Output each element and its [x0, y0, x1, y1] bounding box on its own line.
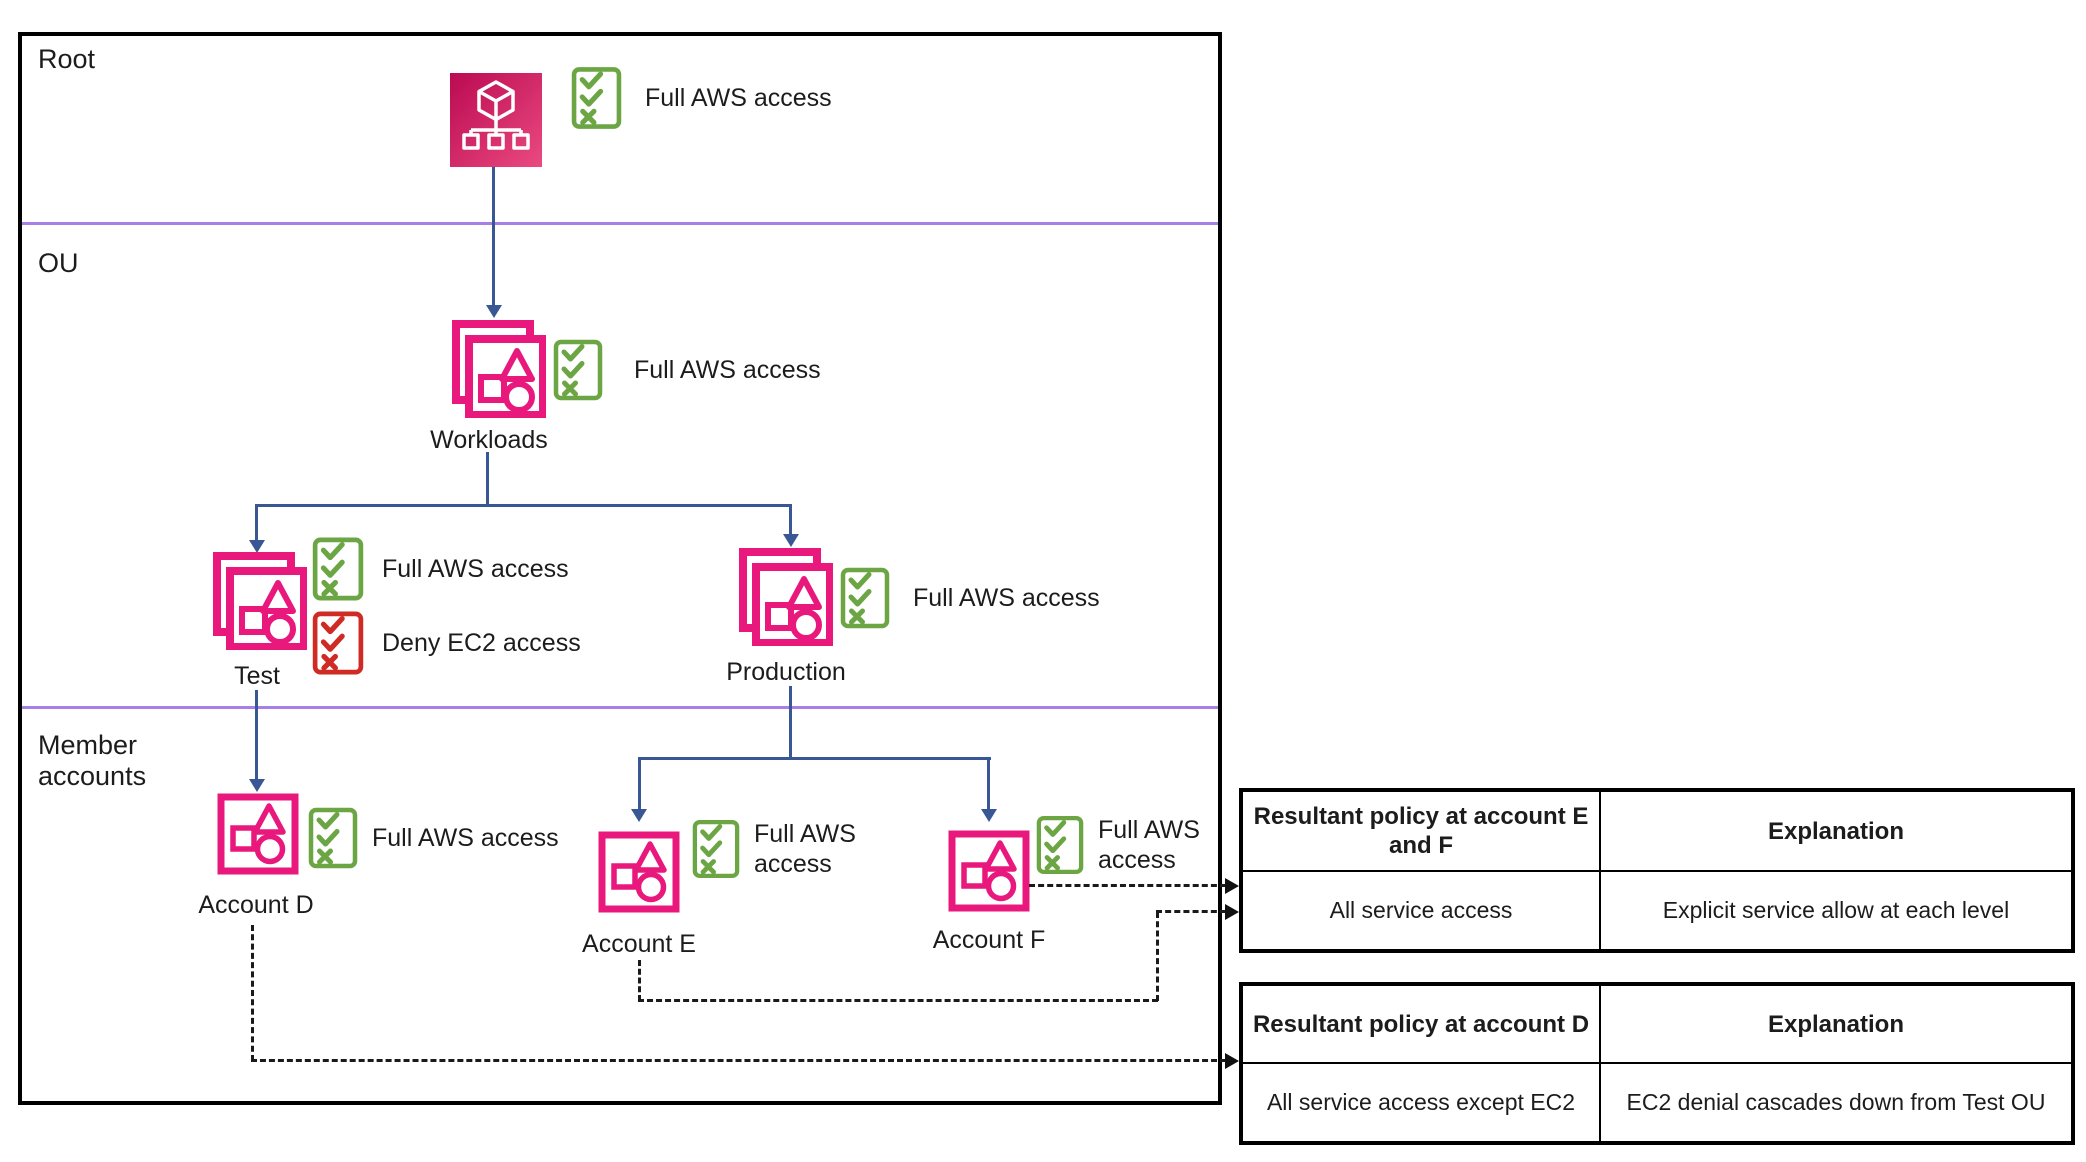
table1-header-policy: Resultant policy at account E and F	[1242, 791, 1600, 871]
connector-to-account-f	[987, 757, 990, 811]
test-deny-policy-text: Deny EC2 access	[382, 629, 581, 657]
production-label: Production	[726, 658, 846, 686]
workloads-policy-text: Full AWS access	[634, 356, 821, 384]
root-ou-divider	[22, 222, 1218, 225]
test-ou-icon	[213, 552, 307, 650]
table2-header-policy: Resultant policy at account D	[1242, 985, 1600, 1063]
dashed-route-account-d-h	[251, 1059, 1226, 1062]
connector-production-branch	[789, 686, 792, 759]
dashed-route-account-f	[1029, 884, 1226, 887]
allow-policy-checklist-icon	[308, 806, 358, 870]
dashed-route-account-e-v1	[638, 960, 641, 1001]
account-e-icon	[598, 831, 680, 913]
account-e-label: Account E	[582, 930, 696, 958]
arrowhead-account-e	[631, 809, 647, 822]
allow-policy-checklist-icon	[840, 566, 890, 630]
table2-cell-policy: All service access except EC2	[1242, 1063, 1600, 1142]
dashed-route-account-d-v	[251, 925, 254, 1061]
dashed-route-account-e-h2	[1156, 910, 1226, 913]
table1-cell-explanation: Explicit service allow at each level	[1600, 871, 2072, 950]
connector-test-account-d	[255, 690, 258, 782]
connector-branch2-horizontal	[639, 757, 991, 760]
section-label-ou: OU	[38, 248, 79, 278]
dashed-route-account-e-v2	[1156, 912, 1159, 1001]
organization-boundary	[18, 32, 1222, 1105]
connector-branch-horizontal	[256, 504, 792, 507]
ou-member-divider	[22, 706, 1218, 709]
account-f-policy-text: Full AWS access	[1098, 816, 1200, 874]
arrowhead-account-f	[981, 809, 997, 822]
account-e-policy-text: Full AWS access	[754, 820, 856, 878]
workloads-ou-icon	[452, 320, 546, 418]
connector-to-test	[255, 504, 258, 542]
account-d-policy-text: Full AWS access	[372, 824, 559, 852]
production-ou-icon	[739, 548, 833, 646]
dashed-route-account-e-h1	[638, 999, 1158, 1002]
arrowhead-account-d	[249, 779, 265, 792]
allow-policy-checklist-icon	[312, 536, 364, 602]
dashed-arrowhead-table2-d	[1225, 1053, 1239, 1069]
allow-policy-checklist-icon	[692, 818, 740, 880]
test-allow-policy-text: Full AWS access	[382, 555, 569, 583]
allow-policy-checklist-icon	[1036, 814, 1084, 876]
arrowhead-production	[783, 534, 799, 547]
resultant-policy-table-e-f: Resultant policy at account E and F Expl…	[1239, 788, 2075, 953]
resultant-policy-table-d: Resultant policy at account D Explanatio…	[1239, 982, 2075, 1145]
table2-header-explanation: Explanation	[1600, 985, 2072, 1063]
account-f-label: Account F	[932, 926, 1046, 954]
table1-cell-policy: All service access	[1242, 871, 1600, 950]
organizations-root-icon	[450, 73, 542, 167]
account-f-icon	[948, 830, 1030, 912]
arrowhead-workloads	[486, 305, 502, 318]
allow-policy-checklist-icon	[553, 338, 603, 402]
connector-to-production	[789, 504, 792, 536]
account-d-icon	[217, 793, 299, 875]
connector-root-workloads	[492, 167, 495, 307]
dashed-arrowhead-table1-e	[1225, 904, 1239, 920]
connector-workloads-branch	[486, 452, 489, 506]
section-label-root: Root	[38, 44, 96, 74]
arrowhead-test	[249, 540, 265, 553]
section-label-member-accounts: Member accounts	[38, 730, 147, 791]
workloads-label: Workloads	[430, 426, 548, 454]
connector-to-account-e	[638, 757, 641, 811]
account-d-label: Account D	[198, 891, 314, 919]
table2-cell-explanation: EC2 denial cascades down from Test OU	[1600, 1063, 2072, 1142]
root-policy-text: Full AWS access	[645, 84, 832, 112]
dashed-arrowhead-table1-f	[1225, 878, 1239, 894]
test-label: Test	[234, 662, 280, 690]
table1-header-explanation: Explanation	[1600, 791, 2072, 871]
allow-policy-checklist-icon	[571, 66, 622, 130]
production-policy-text: Full AWS access	[913, 584, 1100, 612]
